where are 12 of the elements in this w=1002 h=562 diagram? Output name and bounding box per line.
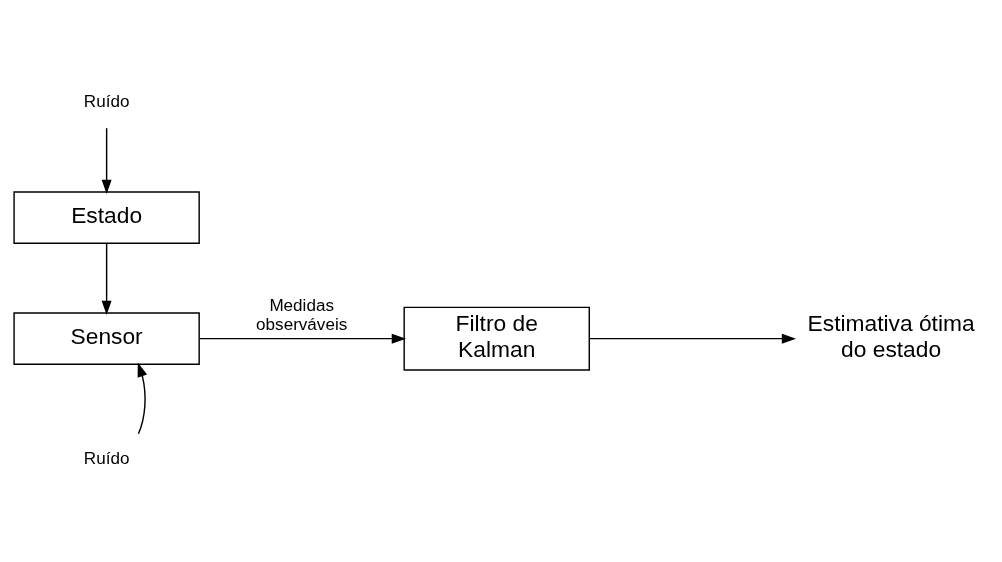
arrow [101,127,112,194]
node-box: Sensor [13,312,200,365]
arrow [137,362,148,435]
node-box: Filtro de Kalman [403,306,590,371]
arrow [588,333,797,344]
node-text: Ruído [83,449,130,469]
arrow [198,333,406,344]
edge-label: Medidas observáveis [256,296,348,334]
arrow [101,242,112,315]
node-text: Ruído [83,91,130,111]
node-text: Estimativa ótima do estado [807,310,975,362]
node-box: Estado [13,191,200,244]
